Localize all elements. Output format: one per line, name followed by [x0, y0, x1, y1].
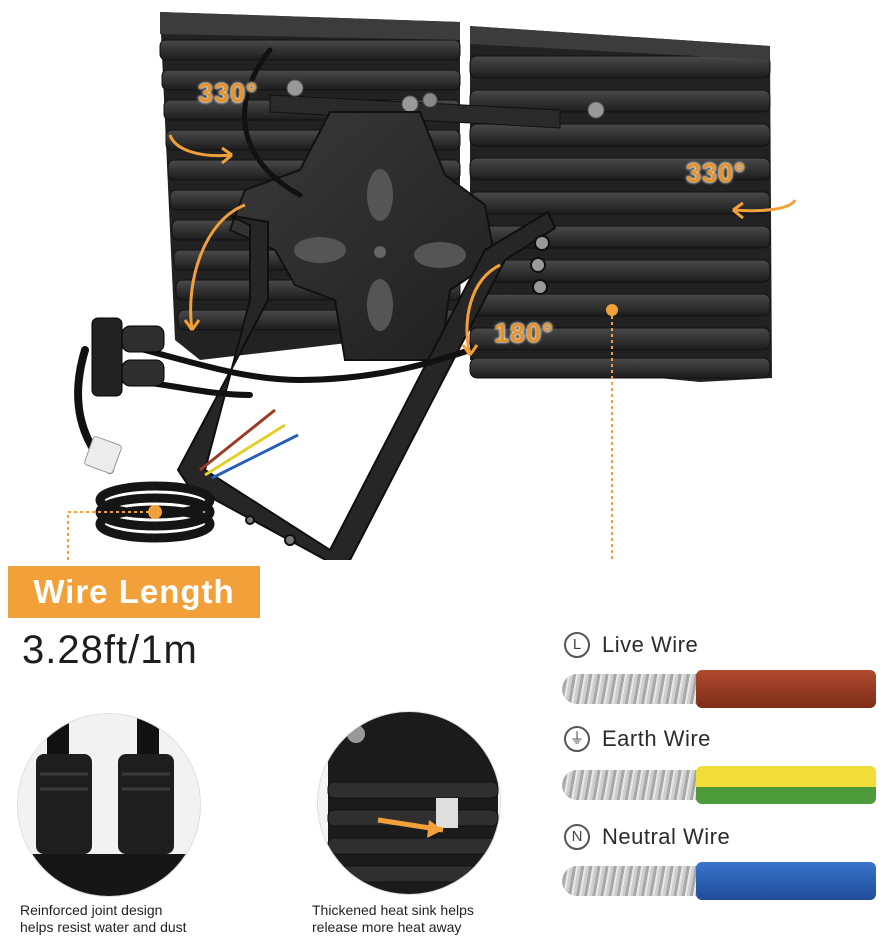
- live-symbol-icon: L: [564, 632, 590, 658]
- neutral-wire-strands: [562, 866, 698, 896]
- callout-leaders: [67, 310, 613, 560]
- wire-length-value: 3.28ft/1m: [22, 628, 198, 672]
- joint-caption-line-2: helps resist water and dust: [20, 919, 187, 935]
- earth-wire-label: Earth Wire: [602, 726, 711, 751]
- neutral-wire-label: Neutral Wire: [602, 824, 731, 849]
- rotation-label-right: 330°: [686, 158, 746, 188]
- live-wire-strands: [562, 674, 698, 704]
- wire-length-badge: Wire Length: [8, 566, 260, 618]
- neutral-wire-insulation: [696, 862, 876, 900]
- rotation-label-top: 330°: [198, 78, 258, 108]
- earth-wire-strands: [562, 770, 698, 800]
- heat-sink-detail-photo: [318, 712, 500, 894]
- live-wire-insulation: [696, 670, 876, 708]
- mounting-plate: [228, 111, 497, 361]
- wire-legend: L Live Wire ⏚ Earth Wire N Neutral Wire: [560, 628, 880, 908]
- live-wire-label: Live Wire: [602, 632, 699, 657]
- joint-caption-line-1: Reinforced joint design: [20, 902, 163, 918]
- waterproof-connector: [91, 317, 165, 397]
- u-bracket: [176, 210, 557, 560]
- floodlight-illustration: [67, 12, 797, 560]
- earth-wire-insulation: [696, 766, 876, 804]
- neutral-symbol-icon: N: [564, 824, 590, 850]
- joint-detail-photo: [18, 714, 200, 896]
- earth-symbol-icon: ⏚: [564, 726, 590, 752]
- rotation-arrows: [168, 134, 797, 356]
- heat-sink-caption-line-1: Thickened heat sink helps: [312, 902, 474, 918]
- heat-sink-caption: Thickened heat sink helps release more h…: [312, 902, 542, 936]
- rotation-label-bracket: 180°: [494, 318, 554, 348]
- joint-caption: Reinforced joint design helps resist wat…: [20, 902, 250, 936]
- heat-sink-caption-line-2: release more heat away: [312, 919, 462, 935]
